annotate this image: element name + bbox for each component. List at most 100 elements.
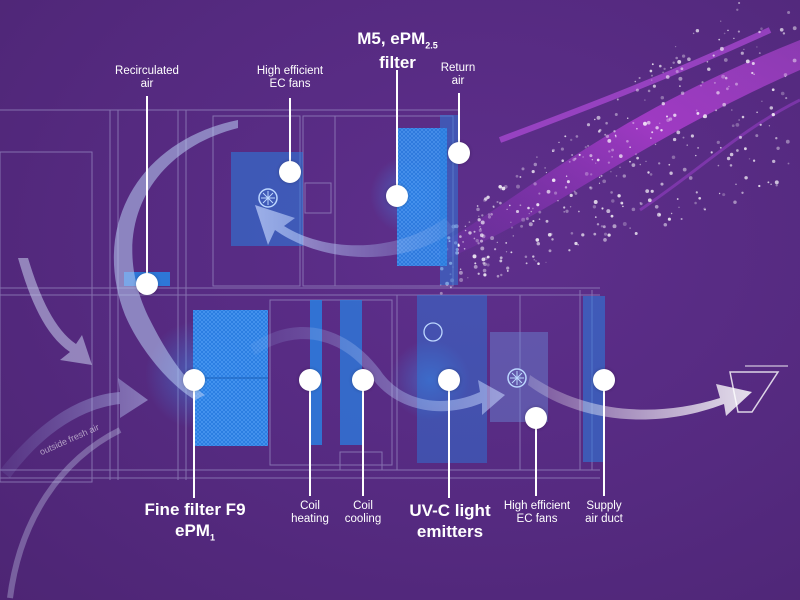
particle <box>626 139 629 143</box>
particle <box>574 157 577 160</box>
particle <box>589 186 592 189</box>
particle <box>573 190 576 193</box>
particle <box>526 217 529 221</box>
particle <box>735 82 738 86</box>
particle <box>499 201 502 205</box>
particle <box>611 199 615 203</box>
particle <box>506 269 509 272</box>
label-uvc: UV-C light emitters <box>409 501 491 542</box>
particle <box>668 117 673 121</box>
particle <box>474 262 477 265</box>
particle <box>525 262 528 265</box>
particle <box>639 163 642 166</box>
particle <box>621 202 624 205</box>
particle <box>554 191 558 195</box>
particle <box>547 232 552 237</box>
label-fine-filter: Fine filter F9 ePM1 <box>130 499 260 544</box>
particle <box>716 91 720 95</box>
stem-coil-heating <box>309 380 311 496</box>
particle <box>492 205 495 208</box>
particle <box>771 88 775 92</box>
particle <box>569 206 572 208</box>
particle <box>620 201 624 205</box>
particle <box>661 102 665 106</box>
particle <box>728 85 730 88</box>
particle <box>467 276 469 279</box>
particle <box>515 174 519 178</box>
particle <box>563 211 565 213</box>
particle <box>751 61 755 66</box>
particle <box>695 154 697 157</box>
particle <box>597 130 601 133</box>
particle <box>651 63 654 66</box>
particle <box>660 182 664 186</box>
particle-stream <box>430 1 800 295</box>
particle <box>574 191 578 195</box>
particle <box>651 74 653 77</box>
callout-dot-coil-cooling <box>352 369 374 391</box>
particle <box>629 146 631 148</box>
particle <box>733 200 737 204</box>
particle <box>590 173 593 176</box>
particle <box>772 159 776 164</box>
particle <box>564 186 568 189</box>
stem-uvc <box>448 380 450 498</box>
particle <box>538 210 542 214</box>
particle <box>545 261 547 264</box>
particle <box>535 260 537 262</box>
particle <box>787 162 790 165</box>
particle <box>704 208 706 211</box>
particle <box>479 227 482 230</box>
particle <box>721 74 725 79</box>
particle <box>551 148 555 152</box>
label-return-air: Return air <box>440 62 476 88</box>
particle <box>498 185 502 189</box>
fine-filter-text: Fine filter F9 <box>144 500 246 519</box>
particle <box>482 268 487 273</box>
particle <box>546 189 551 194</box>
particle <box>462 240 465 243</box>
label-ec-fans-bottom: High efficient EC fans <box>503 500 571 526</box>
particle <box>524 255 528 259</box>
particle <box>678 76 683 81</box>
particle <box>468 231 472 235</box>
particle <box>612 224 617 229</box>
particle <box>650 79 653 81</box>
particle <box>622 205 624 208</box>
particle <box>558 141 560 144</box>
particle <box>670 66 672 69</box>
particle <box>722 193 726 197</box>
particle <box>545 219 549 223</box>
particle <box>533 182 537 186</box>
particle <box>756 46 758 48</box>
particle <box>639 202 643 206</box>
particle <box>675 69 679 74</box>
particle <box>673 113 677 117</box>
label-ec-fans-top: High efficient EC fans <box>256 65 324 91</box>
m5-filter-subscript: 2.5 <box>425 40 438 51</box>
particle <box>610 170 612 173</box>
particle <box>634 80 637 83</box>
particle <box>601 207 604 210</box>
label-m5-filter: M5, ePM2.5 filter <box>340 28 455 73</box>
particle <box>690 134 694 138</box>
particle <box>589 186 593 190</box>
particle <box>545 171 548 174</box>
particle <box>758 30 761 34</box>
particle <box>615 175 618 177</box>
particle <box>527 206 530 210</box>
particle <box>660 129 663 132</box>
particle <box>672 61 675 64</box>
particle <box>687 57 691 61</box>
particle <box>510 226 514 229</box>
particle <box>649 173 653 176</box>
stem-m5-filter <box>396 70 398 196</box>
particle <box>473 237 476 240</box>
particle <box>682 136 685 139</box>
particle <box>740 51 744 55</box>
particle <box>706 60 709 63</box>
particle <box>510 221 512 223</box>
particle <box>564 135 567 138</box>
particle <box>600 225 604 228</box>
